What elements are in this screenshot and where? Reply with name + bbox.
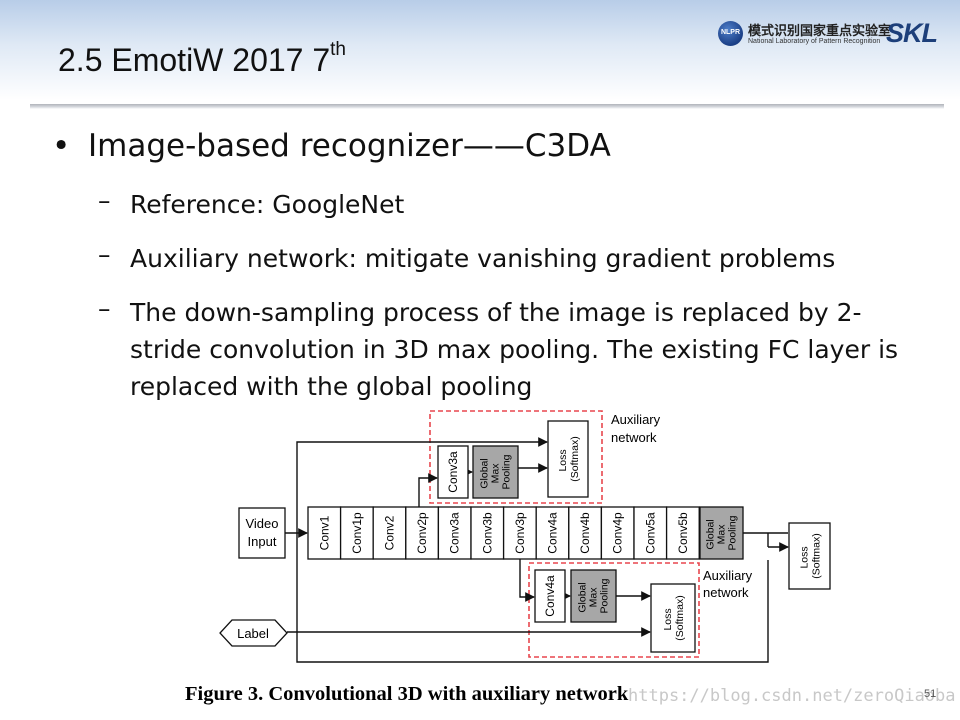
aux1-conv-label: Conv3a <box>446 451 460 493</box>
aux2-loss-box <box>650 583 696 653</box>
video-input-box <box>238 507 286 559</box>
main-bullet: • Image-based recognizer——C3DA <box>52 128 611 164</box>
aux2-global-pool-label: Global Max Pooling <box>577 578 611 613</box>
layer-label-conv5a: Conv5a <box>643 512 657 554</box>
layer-label-conv2p: Conv2p <box>415 512 429 554</box>
main-bullet-text: Image-based recognizer——C3DA <box>88 128 611 164</box>
aux1-loss-box <box>547 420 589 498</box>
layer-label-conv3p: Conv3p <box>513 512 527 554</box>
aux2-loss-label: Loss (Softmax) <box>662 595 686 641</box>
figure-caption: Figure 3. Convolutional 3D with auxiliar… <box>185 683 629 705</box>
video-input-line2: Input <box>248 534 277 549</box>
aux2-conv-box <box>534 569 566 623</box>
layer-box-conv4p <box>600 506 635 560</box>
layer-box-conv2 <box>372 506 407 560</box>
dash-icon: – <box>98 294 111 323</box>
final-loss-label: Loss (Softmax) <box>799 533 823 579</box>
aux1-conv-box <box>437 445 469 499</box>
aux1-loss-label: Loss (Softmax) <box>557 436 581 482</box>
layer-label-conv4a: Conv4a <box>546 512 560 554</box>
layer-box-conv3a <box>437 506 472 560</box>
layer-box-conv5b <box>665 506 700 560</box>
layer-label-conv3a: Conv3a <box>448 512 462 554</box>
main-layer-chain: Conv1 Conv1p Conv2 Conv2p Conv3a Conv3b Conv3p… <box>307 506 700 560</box>
sub-bullet-text: Auxiliary network: mitigate vanishing gr… <box>130 244 836 273</box>
dash-icon: – <box>98 186 111 215</box>
layer-label-conv2: Conv2 <box>383 515 397 550</box>
layer-label-conv4b: Conv4b <box>578 512 592 554</box>
sub-bullet-text: Reference: GoogleNet <box>130 190 405 219</box>
layer-label-conv1p: Conv1p <box>350 512 364 554</box>
aux-label-1-line1: Auxiliary <box>611 412 661 427</box>
layer-box-conv3b <box>470 506 505 560</box>
diagram-connectors <box>285 437 789 663</box>
aux1-global-pool-box <box>472 445 519 499</box>
layer-label-conv1: Conv1 <box>317 515 331 550</box>
label-text: Label <box>237 626 269 641</box>
layer-box-conv3p <box>502 506 537 560</box>
layer-label-conv4p: Conv4p <box>611 512 625 554</box>
layer-box-conv4a <box>535 506 570 560</box>
layer-box-conv4b <box>568 506 603 560</box>
aux2-global-pool-box <box>570 569 617 623</box>
final-loss-box <box>788 522 831 590</box>
lab-logo: NLPR 模式识别国家重点实验室 National Laboratory of … <box>718 18 950 50</box>
dash-icon: – <box>98 240 111 269</box>
slide-title: 2.5 EmotiW 2017 7th <box>58 39 346 78</box>
aux-network-1-box <box>429 410 603 504</box>
sub-bullet-text: The down-sampling process of the image i… <box>130 298 899 401</box>
layer-box-conv1 <box>307 506 342 560</box>
label-node <box>219 619 288 647</box>
main-global-pool-label: Global Max Pooling <box>705 515 739 550</box>
logo-chinese-name: 模式识别国家重点实验室 <box>748 24 892 39</box>
bullet-dot-icon: • <box>52 128 71 164</box>
watermark: https://blog.csdn.net/zeroQiaoba <box>628 686 956 706</box>
video-input-line1: Video <box>245 516 278 531</box>
layer-box-conv5a <box>633 506 668 560</box>
layer-label-conv3b: Conv3b <box>480 512 494 554</box>
aux-label-1-line2: network <box>611 430 657 445</box>
layer-box-conv2p <box>405 506 440 560</box>
logo-abbreviation: SKL <box>886 18 938 48</box>
aux-label-2-line2: network <box>703 585 749 600</box>
aux2-conv-label: Conv4a <box>543 575 557 617</box>
header-background <box>0 0 960 100</box>
aux-label-2-line1: Auxiliary <box>703 568 753 583</box>
layer-box-conv1p <box>339 506 374 560</box>
aux-network-2-box <box>528 562 700 658</box>
logo-english-name: National Laboratory of Pattern Recogniti… <box>748 38 881 45</box>
main-global-pool-box <box>699 506 744 560</box>
title-divider <box>30 104 944 109</box>
emblem-icon: NLPR <box>718 21 743 46</box>
aux1-global-pool-label: Global Max Pooling <box>479 454 513 489</box>
page-number: 51 <box>924 688 937 700</box>
layer-label-conv5b: Conv5b <box>676 512 690 554</box>
